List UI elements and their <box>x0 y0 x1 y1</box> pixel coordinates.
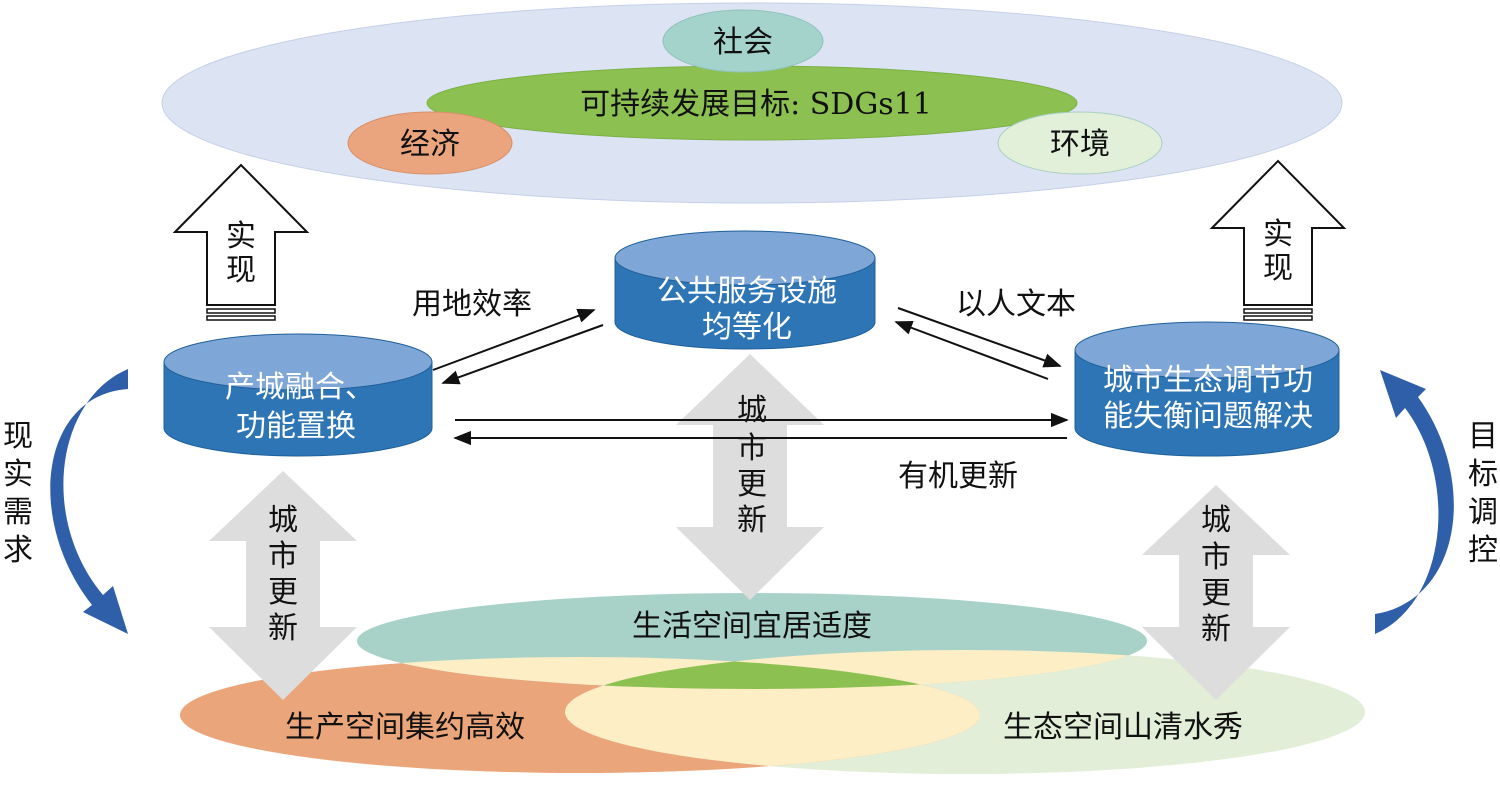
people-oriented-label: 以人文本 <box>956 287 1076 322</box>
realize-arrow-left: 实 现 <box>172 163 310 321</box>
renewal-right-char-3: 更 <box>1201 576 1231 611</box>
economy-label: 经济 <box>400 127 460 162</box>
environment-label: 环境 <box>1050 127 1110 162</box>
link-center-right <box>894 307 1062 380</box>
side-label-right: 目 标 调 控 <box>1468 419 1498 568</box>
renewal-right-char-1: 城 <box>1201 503 1231 538</box>
realize-arrow-right: 实 现 <box>1209 159 1347 321</box>
realize-right-char-1: 实 <box>1263 217 1293 252</box>
renewal-right-char-4: 新 <box>1201 612 1231 647</box>
society-ellipse <box>662 9 824 73</box>
node-left-line2: 功能置换 <box>236 409 356 444</box>
node-right-line2: 能失衡问题解决 <box>1103 399 1313 434</box>
side-right-char-1: 目 <box>1468 419 1498 454</box>
side-right-char-3: 调 <box>1468 495 1498 530</box>
realize-right-char-2: 现 <box>1263 251 1293 286</box>
side-left-char-1: 现 <box>3 419 33 454</box>
realize-left-char-2: 现 <box>226 253 256 288</box>
sdg-goal-title: 可持续发展目标: SDGs11 <box>580 87 932 122</box>
realize-left-char-1: 实 <box>226 219 256 254</box>
renewal-left-char-2: 市 <box>268 539 298 574</box>
node-right-line1: 城市生态调节功 <box>1103 363 1313 398</box>
node-center-line1: 公共服务设施 <box>657 274 837 309</box>
renewal-left-char-4: 新 <box>268 611 298 646</box>
node-left-cylinder: 产城融合、 功能置换 <box>163 333 433 457</box>
curved-arrow-left-icon <box>50 369 128 634</box>
side-right-char-2: 标 <box>1468 457 1498 492</box>
environment-ellipse <box>997 111 1163 175</box>
renewal-arrow-center: 城 市 更 新 <box>676 354 824 600</box>
organic-renewal-label: 有机更新 <box>898 459 1018 494</box>
renewal-center-char-2: 市 <box>737 431 767 466</box>
side-left-char-4: 求 <box>3 533 33 568</box>
renewal-right-char-2: 市 <box>1201 540 1231 575</box>
side-right-char-4: 控 <box>1468 533 1498 568</box>
node-left-line1: 产城融合、 <box>225 370 375 405</box>
side-left-char-3: 需 <box>3 495 33 530</box>
renewal-left-char-3: 更 <box>268 575 298 610</box>
economy-ellipse <box>347 111 513 175</box>
renewal-arrow-right: 城 市 更 新 <box>1142 485 1290 700</box>
link-left-center <box>432 308 604 385</box>
curved-arrow-right-icon <box>1375 370 1454 634</box>
land-efficiency-label: 用地效率 <box>412 287 532 322</box>
link-left-right <box>453 412 1069 446</box>
node-center-cylinder: 公共服务设施 均等化 <box>614 230 876 350</box>
renewal-center-char-3: 更 <box>737 467 767 502</box>
renewal-arrow-left: 城 市 更 新 <box>209 471 357 700</box>
node-center-line2: 均等化 <box>702 310 792 345</box>
renewal-center-char-4: 新 <box>737 503 767 538</box>
spaces-venn <box>180 593 1365 774</box>
renewal-left-char-1: 城 <box>268 503 298 538</box>
production-space-label: 生产空间集约高效 <box>285 710 525 745</box>
side-left-char-2: 实 <box>3 457 33 492</box>
renewal-center-char-1: 城 <box>737 393 767 428</box>
living-space-label: 生活空间宜居适度 <box>632 609 872 644</box>
society-label: 社会 <box>713 25 773 60</box>
side-label-left: 现 实 需 求 <box>3 419 33 568</box>
node-right-cylinder: 城市生态调节功 能失衡问题解决 <box>1074 321 1340 457</box>
ecological-space-label: 生态空间山清水秀 <box>1003 710 1243 745</box>
